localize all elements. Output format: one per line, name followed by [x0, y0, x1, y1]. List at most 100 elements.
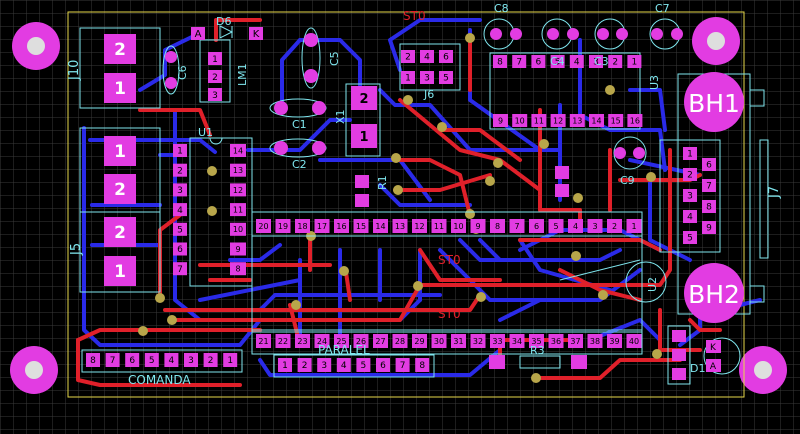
u3-top-pin-label: 6: [536, 58, 542, 68]
st0-bottom-label: ST0: [438, 307, 461, 321]
j6-top-pin-label: 4: [424, 53, 430, 63]
j5-pin-1a-label: 1: [114, 142, 126, 162]
lcd-top-pad: [607, 219, 622, 233]
j5-pin-2a: [104, 174, 136, 204]
j7-left-pin-label: 2: [687, 171, 693, 181]
lcd-bottom-pin-label: 30: [434, 337, 444, 346]
lcd-bottom-pad: [353, 334, 369, 348]
u1-left-pad: [173, 203, 187, 217]
lm1-pin-3: 3: [212, 91, 218, 101]
lcd-top-pad: [412, 219, 427, 233]
j7-left-pad: [683, 147, 697, 160]
comanda-pad: [105, 353, 120, 367]
u3-bottom-pin-label: 16: [630, 116, 640, 125]
u3-top-pin-label: 3: [593, 58, 599, 68]
c9-label: C9: [620, 174, 635, 187]
c6-label: C6: [176, 65, 189, 80]
paralel-pin-label: 1: [282, 361, 288, 371]
u3-bottom-pin-label: 15: [611, 116, 621, 125]
c7-label: C7: [655, 2, 670, 15]
lcd-top-pin-label: 3: [592, 222, 597, 231]
lcd-bottom-pad: [568, 334, 583, 348]
comanda-pin-label: 2: [208, 356, 214, 366]
lcd-top-pad: [334, 219, 349, 233]
paralel-pad: [395, 358, 410, 372]
lm1-label: LM1: [236, 63, 249, 86]
bh2-pad: [684, 263, 744, 323]
x1-pin-1-label: 1: [359, 130, 368, 145]
comanda-pad: [184, 353, 198, 367]
u1-left-pin-label: 2: [177, 166, 183, 176]
lcd-top-pin-label: 2: [612, 222, 617, 231]
u1-left-pin-label: 6: [177, 245, 183, 255]
u1-right-pad: [230, 144, 246, 157]
j6-bottom-pin-label: 1: [405, 74, 411, 84]
u3-bottom-pad: [589, 114, 604, 127]
lcd-top-pin-label: 18: [297, 222, 307, 231]
j6-top-pad: [439, 50, 453, 63]
lcd-top-pin-label: 14: [375, 222, 385, 231]
lcd-bottom-pad: [587, 334, 603, 348]
j10-label: J10: [67, 60, 82, 81]
c4-label: C4: [550, 55, 565, 68]
comanda-pin-label: 8: [90, 356, 96, 366]
u3-top-pin-label: 2: [612, 58, 618, 68]
c8-label: C8: [494, 2, 509, 15]
u3-label: U3: [648, 75, 661, 90]
u1-right-pin-label: 8: [235, 265, 240, 274]
j6-top-pad: [401, 50, 415, 63]
comanda-pad: [164, 353, 179, 367]
x1-pin-1: [351, 124, 377, 148]
lcd-bottom-pin-label: 22: [278, 337, 288, 346]
d6-k-label: K: [253, 29, 260, 40]
paralel-pin-label: 7: [400, 361, 406, 371]
lcd-bottom-pad: [334, 334, 349, 348]
j6-top-pin-label: 2: [405, 53, 411, 63]
lcd-top-pin-label: 4: [573, 222, 578, 231]
lcd-top-pad: [295, 219, 310, 233]
r1-label: R1: [376, 175, 389, 190]
u3-bottom-pin-label: 10: [515, 116, 525, 125]
lcd-top-pin-label: 5: [553, 222, 558, 231]
comanda-pin-label: 3: [188, 356, 194, 366]
u1-right-pad: [230, 242, 246, 256]
paralel-pin-label: 2: [302, 361, 308, 371]
u1-right-pad: [230, 222, 246, 236]
u3-top-pad: [589, 55, 603, 68]
u3-top-pad: [493, 55, 507, 68]
lcd-bottom-pin-label: 21: [258, 337, 268, 346]
j7-right-pad: [702, 179, 716, 192]
lcd-top-pin-label: 9: [475, 222, 480, 231]
j5-pin-1-label: 1: [114, 262, 126, 282]
u1-left-pad: [173, 222, 187, 236]
st0-top-label: ST0: [403, 9, 426, 23]
lcd-top-pad: [256, 219, 271, 233]
j5-pin-1a: [104, 136, 136, 166]
j5-pin-2: [104, 217, 136, 247]
u3-top-pin-label: 4: [574, 58, 580, 68]
paralel-label: PARALEL: [318, 343, 370, 357]
u1-right-pad: [230, 163, 246, 177]
paralel-pad: [356, 358, 371, 372]
u3-bottom-pin-label: 14: [591, 116, 601, 125]
u1-left-pad: [173, 262, 187, 276]
lcd-bottom-pin-label: 35: [531, 337, 541, 346]
j10-pin-1: [104, 73, 136, 103]
lcd-bottom-pin-label: 24: [317, 337, 327, 346]
u1-right-pad: [230, 183, 246, 197]
lcd-top-pad: [568, 219, 583, 233]
lcd-top-pin-label: 1: [631, 222, 636, 231]
paralel-pad: [278, 358, 292, 372]
lcd-bottom-pad: [373, 334, 388, 348]
mount-holes: [10, 17, 787, 394]
u3-top-pad: [608, 55, 623, 68]
lcd-bottom-pin-label: 33: [492, 337, 502, 346]
u3-bottom-pad: [608, 114, 624, 127]
lcd-top-pad: [548, 219, 564, 233]
lcd-bottom-pin-label: 26: [356, 337, 366, 346]
u1-left-pin-label: 4: [177, 206, 183, 216]
